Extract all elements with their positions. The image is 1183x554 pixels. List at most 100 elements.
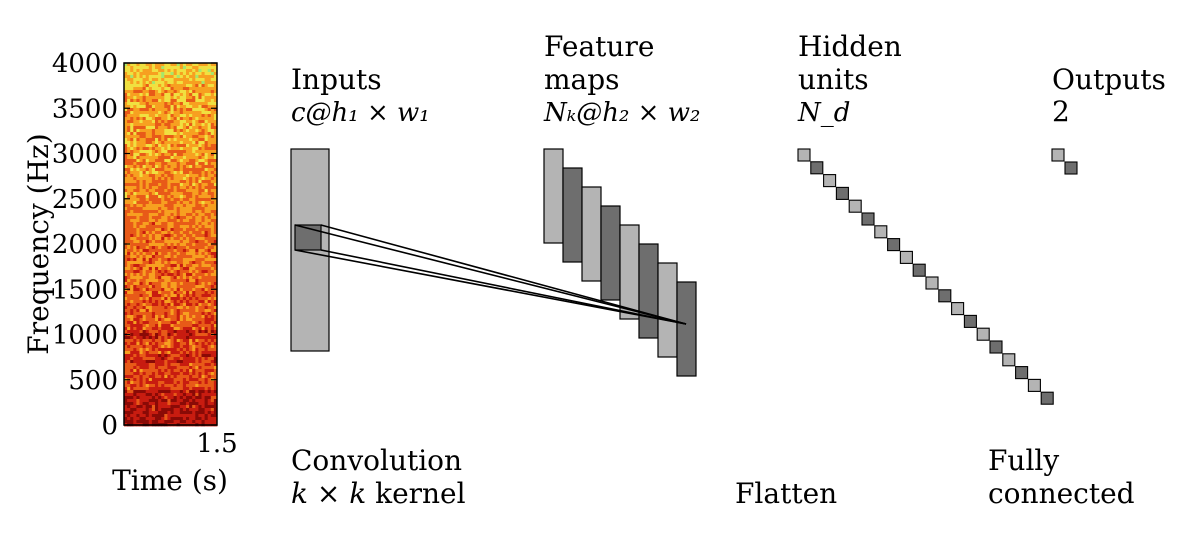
spectrogram-cell — [179, 264, 184, 268]
spectrogram-cell — [148, 369, 153, 373]
spectrogram-cell — [204, 228, 209, 232]
spectrogram-cell — [155, 264, 159, 268]
spectrogram-cell — [155, 147, 159, 151]
spectrogram-cell — [124, 183, 128, 187]
spectrogram-cell — [195, 108, 199, 112]
spectrogram-cell — [130, 381, 134, 385]
spectrogram-cell — [173, 333, 178, 337]
spectrogram-cell — [136, 297, 140, 301]
spectrogram-cell — [139, 411, 143, 415]
spectrogram-cell — [176, 255, 181, 259]
spectrogram-cell — [167, 78, 171, 82]
spectrogram-cell — [130, 309, 134, 313]
spectrogram-cell — [145, 231, 150, 235]
spectrogram-cell — [151, 372, 156, 376]
spectrogram-cell — [130, 414, 134, 418]
spectrogram-cell — [161, 90, 165, 94]
spectrogram-cell — [198, 390, 202, 394]
spectrogram-cell — [198, 273, 202, 277]
spectrogram-cell — [213, 369, 218, 373]
spectrogram-cell — [186, 402, 190, 406]
spectrogram-cell — [151, 366, 156, 370]
spectrogram-cell — [124, 222, 128, 226]
spectrogram-cell — [204, 66, 209, 70]
spectrogram-cell — [133, 420, 137, 424]
spectrogram-cell — [130, 216, 134, 220]
spectrogram-cell — [186, 246, 190, 250]
spectrogram-cell — [198, 150, 202, 154]
spectrogram-cell — [124, 162, 128, 166]
spectrogram-cell — [173, 378, 178, 382]
spectrogram-cell — [127, 336, 131, 340]
spectrogram-cell — [130, 174, 134, 178]
spectrogram-cell — [204, 312, 209, 316]
spectrogram-cell — [176, 264, 181, 268]
spectrogram-cell — [158, 390, 162, 394]
spectrogram-cell — [139, 243, 143, 247]
spectrogram-cell — [173, 285, 178, 289]
spectrogram-cell — [179, 195, 184, 199]
spectrogram-cell — [161, 309, 165, 313]
spectrogram-cell — [133, 162, 137, 166]
spectrogram-cell — [201, 345, 205, 349]
spectrogram-cell — [148, 78, 153, 82]
spectrogram-cell — [173, 252, 178, 256]
spectrogram-cell — [142, 180, 147, 184]
spectrogram-cell — [179, 396, 184, 400]
spectrogram-cell — [182, 159, 187, 163]
spectrogram-cell — [130, 330, 134, 334]
spectrogram-cell — [151, 306, 156, 310]
spectrogram-cell — [210, 342, 215, 346]
spectrogram-cell — [133, 288, 137, 292]
spectrogram-cell — [201, 330, 205, 334]
spectrogram-cell — [204, 414, 209, 418]
spectrogram-cell — [139, 357, 143, 361]
hidden-unit — [951, 302, 965, 316]
spectrogram-cell — [142, 102, 147, 106]
spectrogram-cell — [170, 411, 174, 415]
spectrogram-cell — [127, 357, 131, 361]
spectrogram-cell — [176, 402, 181, 406]
spectrogram-cell — [161, 213, 165, 217]
spectrogram-cell — [145, 276, 150, 280]
spectrogram-cell — [139, 345, 143, 349]
spectrogram-cell — [127, 123, 131, 127]
spectrogram-cell — [179, 75, 184, 79]
spectrogram-cell — [139, 72, 143, 76]
spectrogram-cell — [161, 180, 165, 184]
spectrogram-cell — [189, 291, 193, 295]
spectrogram-cell — [192, 63, 196, 67]
spectrogram-cell — [151, 150, 156, 154]
spectrogram-cell — [127, 363, 131, 367]
spectrogram-cell — [161, 69, 165, 73]
spectrogram-cell — [186, 321, 190, 325]
spectrogram-cell — [161, 285, 165, 289]
spectrogram-cell — [192, 249, 196, 253]
spectrogram-cell — [213, 408, 218, 412]
spectrogram-cell — [155, 342, 159, 346]
spectrogram-cell — [207, 288, 212, 292]
spectrogram-cell — [142, 75, 147, 79]
spectrogram-cell — [210, 327, 215, 331]
spectrogram-cell — [170, 192, 174, 196]
spectrogram-cell — [182, 192, 187, 196]
spectrogram-cell — [201, 102, 205, 106]
spectrogram-cell — [213, 213, 218, 217]
spectrogram-cell — [176, 147, 181, 151]
spectrogram-cell — [151, 108, 156, 112]
spectrogram-cell — [192, 387, 196, 391]
spectrogram-cell — [173, 159, 178, 163]
spectrogram-cell — [164, 330, 168, 334]
spectrogram-cell — [179, 207, 184, 211]
spectrogram-cell — [213, 411, 218, 415]
spectrogram-cell — [127, 111, 131, 115]
spectrogram-cell — [164, 135, 168, 139]
spectrogram-cell — [167, 246, 171, 250]
spectrogram-cell — [161, 126, 165, 130]
spectrogram-cell — [182, 390, 187, 394]
spectrogram-cell — [201, 150, 205, 154]
spectrogram-cell — [167, 144, 171, 148]
spectrogram-cell — [210, 87, 215, 91]
spectrogram-cell — [170, 327, 174, 331]
spectrogram-cell — [151, 312, 156, 316]
